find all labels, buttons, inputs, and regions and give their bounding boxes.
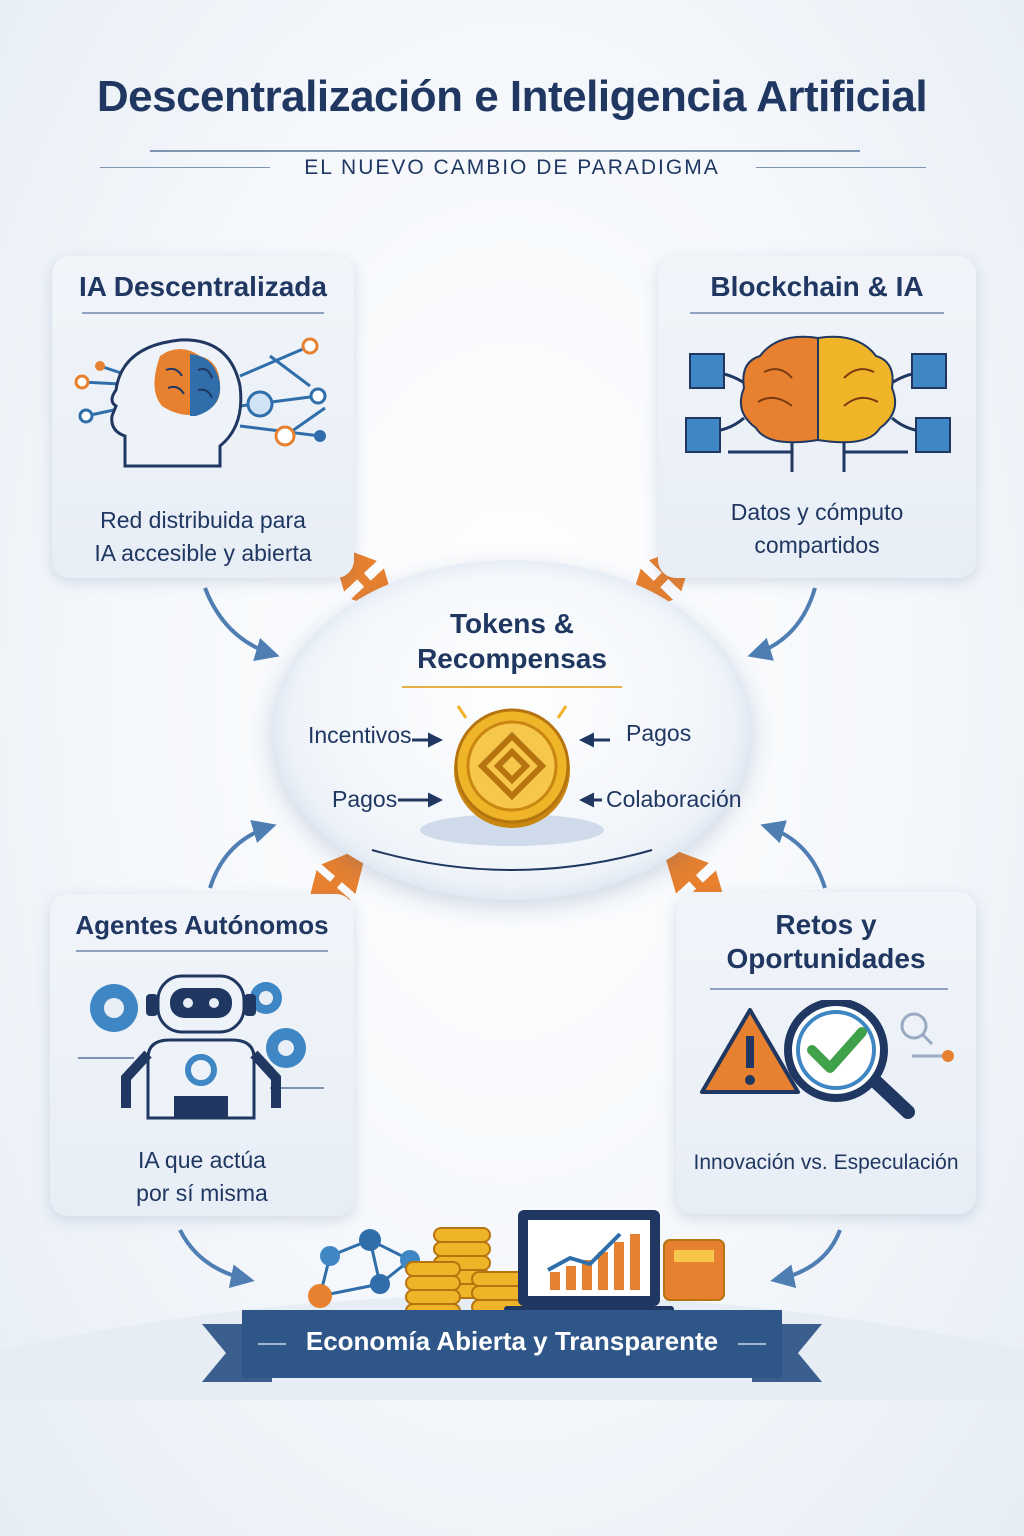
card-description: Red distribuida para IA accesible y abie… xyxy=(52,504,354,571)
card-description: Innovación vs. Especulación xyxy=(676,1148,976,1178)
desc-line: compartidos xyxy=(754,532,880,559)
flow-arrow-bottom-left xyxy=(208,819,277,889)
page-subtitle: EL NUEVO CAMBIO DE PARADIGMA xyxy=(304,156,720,179)
subtitle-rule-right xyxy=(756,167,926,168)
desc-line: por sí misma xyxy=(136,1180,268,1207)
card-title: Agentes Autónomos xyxy=(75,910,329,940)
card-title: Blockchain & IA xyxy=(710,271,924,302)
banner-ribbon xyxy=(202,1310,822,1382)
subtitle-rule-left xyxy=(100,167,270,168)
banner-title: Economía Abierta y Transparente xyxy=(305,1326,719,1356)
card-divider xyxy=(76,950,328,952)
desc-line: IA accesible y abierta xyxy=(94,540,312,567)
card-blockchain-ia: Blockchain & IA Datos y cómputo comparti… xyxy=(658,256,976,578)
warning-magnifier-icon xyxy=(700,1000,954,1119)
page-title: Descentralización e Inteligencia Artific… xyxy=(96,72,928,121)
tokens-title-line: Recompensas xyxy=(417,643,607,674)
card-title-line: Oportunidades xyxy=(726,942,926,974)
blockchain-brain-icon xyxy=(685,335,951,472)
card-divider xyxy=(690,312,944,314)
tokens-title: Tokens & Recompensas xyxy=(362,606,662,676)
desc-line: IA que actúa xyxy=(138,1147,266,1173)
flow-arrow-top-left xyxy=(203,587,280,661)
tokens-title-line: Tokens & xyxy=(450,608,574,639)
card-title: IA Descentralizada xyxy=(79,271,327,302)
token-label-incentivos: Incentivos xyxy=(308,722,412,748)
flow-arrow-to-banner-right xyxy=(770,1229,842,1288)
desc-line: Datos y cómputo xyxy=(730,499,904,525)
token-label-colaboracion: Colaboración xyxy=(606,786,742,812)
desc-line: Red distribuida para xyxy=(100,507,306,533)
token-coin-icon xyxy=(420,705,604,846)
card-agentes-autonomos: Agentes Autónomos IA que actúa por sí mi… xyxy=(50,894,354,1216)
card-title-line: Retos y xyxy=(775,909,877,940)
card-title: Retos y Oportunidades xyxy=(676,908,976,975)
robot-agent-icon xyxy=(78,974,324,1120)
token-label-pagos-right: Pagos xyxy=(626,720,692,746)
card-description: IA que actúa por sí misma xyxy=(50,1144,354,1211)
card-description: Datos y cómputo compartidos xyxy=(658,496,976,563)
card-divider xyxy=(710,988,948,990)
flow-arrow-bottom-right xyxy=(760,820,827,889)
head-network-icon xyxy=(74,337,327,468)
title-divider xyxy=(150,150,860,152)
desc-line: Innovación vs. Especulación xyxy=(693,1151,959,1174)
token-label-pagos-left: Pagos xyxy=(332,786,398,812)
flow-arrow-to-banner-left xyxy=(178,1229,255,1288)
tokens-divider xyxy=(402,686,622,688)
card-ia-descentralizada: IA Descentralizada Red distribuida para … xyxy=(52,256,354,578)
card-divider xyxy=(82,312,324,314)
flow-arrow-top-right xyxy=(747,587,817,661)
card-retos-oportunidades: Retos y Oportunidades Innovación vs. Esp… xyxy=(676,892,976,1214)
